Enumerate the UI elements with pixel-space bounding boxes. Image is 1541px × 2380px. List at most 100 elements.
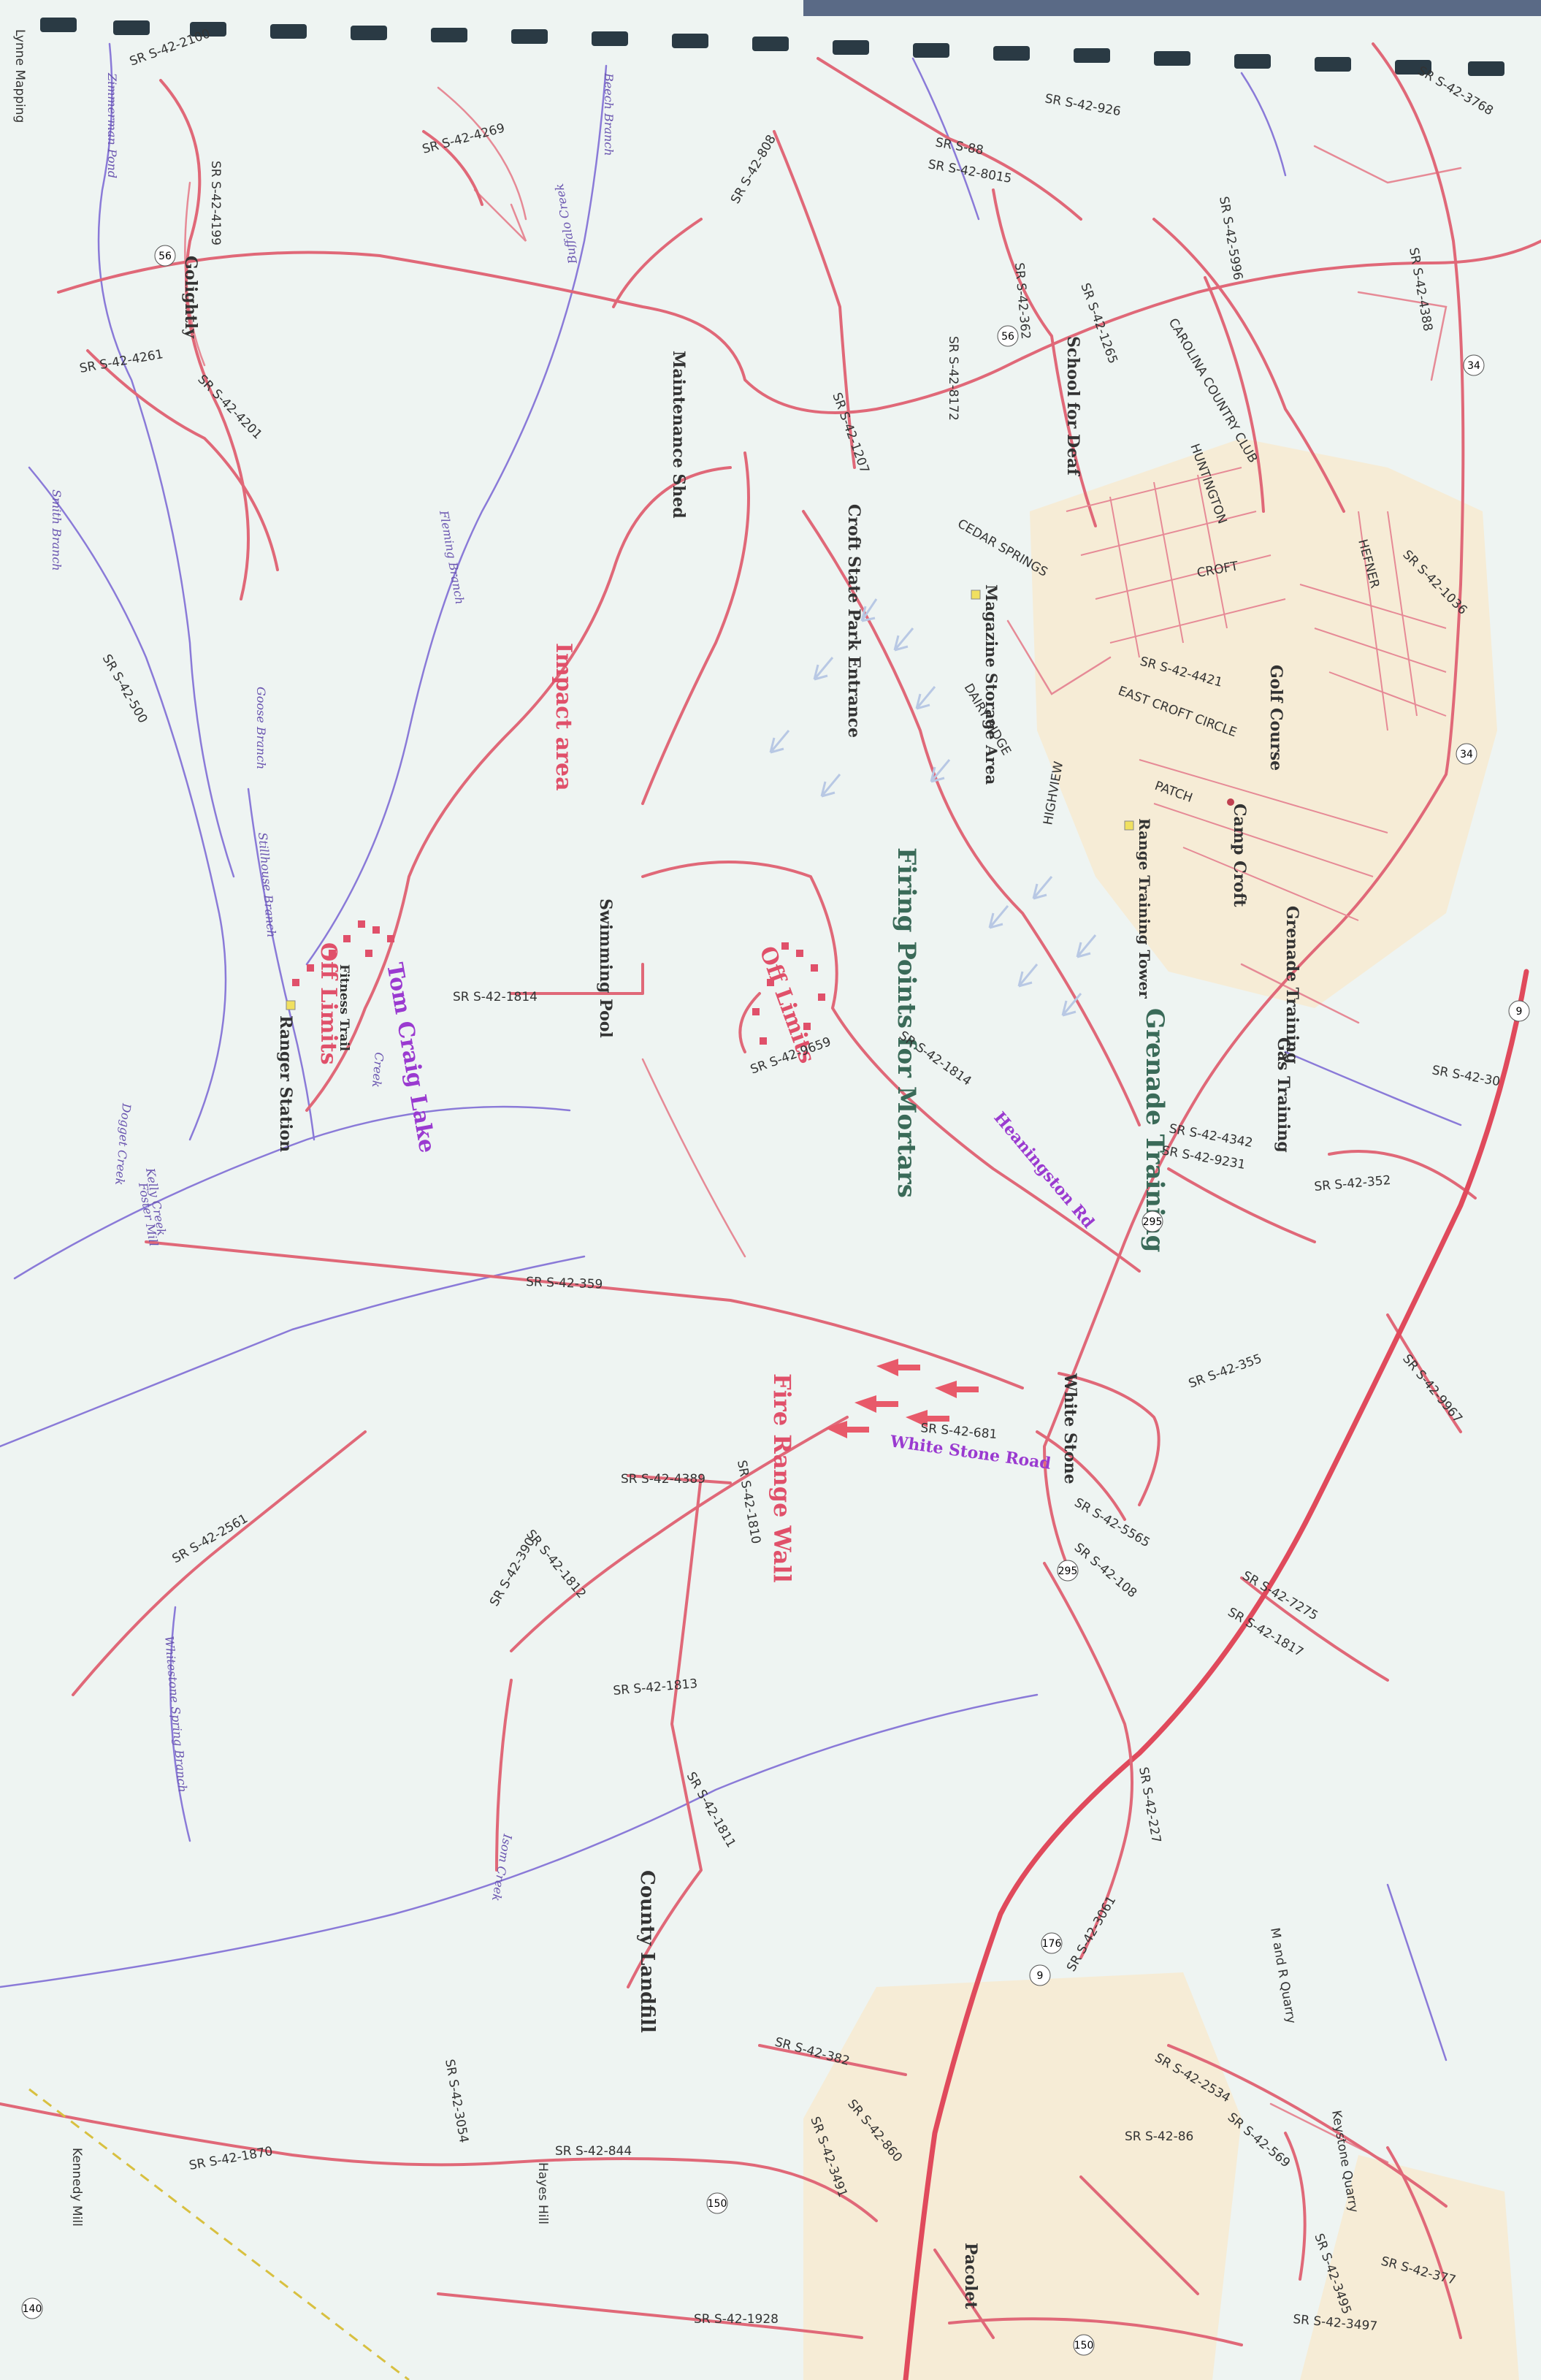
place-label: Gas Training [1274,1037,1293,1153]
place-label: Hayes Hill [535,2162,550,2224]
route-label: SR S-42-8172 [946,336,960,421]
route-label: SR S-42-359 [526,1275,603,1292]
water-label: Beech Branch [602,72,616,156]
firing-point-arrows [769,598,1097,1017]
route-label: SR S-42-30 [1431,1063,1501,1089]
firing-points-label: Firing Points for Mortars [892,847,921,1198]
route-shield: 34 [1456,743,1477,765]
route-shield: 9 [1508,1000,1530,1022]
route-label: SR S-42-5996 [1216,195,1245,281]
route-label: SR S-42-808 [728,132,779,206]
route-label: SR S-42-1265 [1077,281,1120,366]
off-limits-markers [292,920,825,1045]
svg-text:295: 295 [1143,1216,1163,1228]
route-label: SR S-42-4199 [208,161,223,245]
route-label: SR S-42-86 [1125,2129,1193,2144]
svg-text:34: 34 [1460,749,1473,760]
lake-label: Tom Craig Lake [381,961,440,1155]
svg-text:9: 9 [1516,1006,1523,1018]
route-label: SR S-42-1870 [188,2144,274,2173]
route-label: SR S-42-1810 [734,1459,763,1545]
route-label: SR S-42-4388 [1406,246,1435,332]
railroad [28,2088,410,2380]
route-shield: 56 [154,245,176,267]
route-label: SR S-42-108 [1071,1541,1139,1601]
svg-text:56: 56 [1001,331,1014,343]
route-label: SR S-42-1928 [694,2312,779,2327]
route-label: SR S-42-2561 [170,1511,251,1566]
place-label: M and R Quarry [1267,1926,1299,2024]
highways [903,969,1529,2380]
svg-text:9: 9 [1037,1970,1044,1982]
route-label: SR S-42-1811 [684,1770,738,1850]
minor-roads [184,86,1462,2164]
route-shield: 9 [1029,1964,1051,1986]
route-label: SR S-42-3061 [1064,1893,1119,1974]
place-label: Swimming Pool [596,899,615,1038]
route-label: SR S-42-227 [1136,1766,1163,1844]
roads [0,42,1541,2346]
water-label: Isom Creek [489,1832,515,1902]
route-label: SR S-42-4389 [621,1472,706,1487]
svg-text:140: 140 [23,2303,42,2315]
route-label: SR S-42-926 [1044,91,1122,119]
place-label: Keystone Quarry [1328,2109,1361,2213]
off-limits-label: Off Limits [316,942,341,1065]
svg-text:176: 176 [1042,1938,1062,1950]
place-label: Golightly [181,256,200,339]
place-label: Grenade Training [1282,906,1301,1064]
route-label: SR S-42-4261 [78,347,164,376]
water-label: Whitestone Spring Branch [162,1636,190,1793]
place-label: Fitness Trail [337,964,351,1051]
water-label: Creek [370,1052,386,1088]
subdivision-grid [1066,467,1447,921]
place-label: Magazine Storage Area [982,584,1001,785]
svg-text:150: 150 [1074,2340,1094,2352]
fire-range-wall-label: Fire Range Wall [768,1373,796,1583]
route-shield: 150 [706,2192,728,2214]
svg-text:295: 295 [1058,1565,1078,1577]
svg-text:150: 150 [708,2198,727,2210]
route-label: SR S-42-382 [773,2035,852,2070]
place-label: Kennedy Mill [69,2148,84,2227]
place-label: Range Training Tower [1136,818,1153,999]
streams [0,42,1462,2061]
route-label: SR S-42-9967 [1399,1351,1465,1426]
route-label: SR S-42-1207 [829,391,871,476]
svg-text:34: 34 [1467,360,1480,372]
water-label: Smith Branch [50,489,64,571]
water-label: Fleming Branch [437,508,467,605]
route-shield: 150 [1073,2334,1095,2356]
route-label: SR S-42-1812 [523,1527,589,1601]
impact-area-label: Impact area [551,643,576,791]
route-label: SR S-42-9231 [1160,1143,1247,1172]
fire-range-arrows [825,1359,979,1438]
water-label: Dogget Creek [112,1102,134,1186]
route-label: SR S-42-3054 [442,2058,471,2144]
place-label: White Stone [1060,1373,1079,1484]
route-label: SR S-42-4269 [421,121,506,156]
road-name: Heaningston Rd [990,1108,1098,1232]
route-shields: 56 56 34 34 295 295 176 9 9 150 150 140 [21,245,1530,2356]
place-label: Croft State Park Entrance [844,504,863,738]
place-label: Camp Croft [1230,804,1249,907]
place-label: School for Deaf [1063,336,1082,476]
route-shield: 295 [1057,1560,1079,1582]
route-label: SR S-42-1814 [453,990,538,1004]
route-label: SR S-42-1813 [613,1677,698,1698]
developed-areas [803,438,1519,2380]
place-label: Ranger Station [276,1015,295,1152]
water-label: Goose Branch [254,687,268,769]
place-label: Maintenance Shed [669,351,688,519]
place-label: Golf Course [1266,665,1285,771]
place-label: County Landfill [636,1870,658,2033]
margin-label: Lynne Mapping [12,29,27,123]
road-name: CAROLINA COUNTRY CLUB [1166,316,1261,466]
water-label: Buffalo Creek [552,183,580,266]
route-shield: 176 [1041,1932,1063,1954]
route-shield: 140 [21,2297,43,2319]
route-label: SR S-42-500 [99,652,150,726]
water-label: Stillhouse Branch [256,832,279,938]
route-label: SR S-42-390 [487,1535,538,1609]
